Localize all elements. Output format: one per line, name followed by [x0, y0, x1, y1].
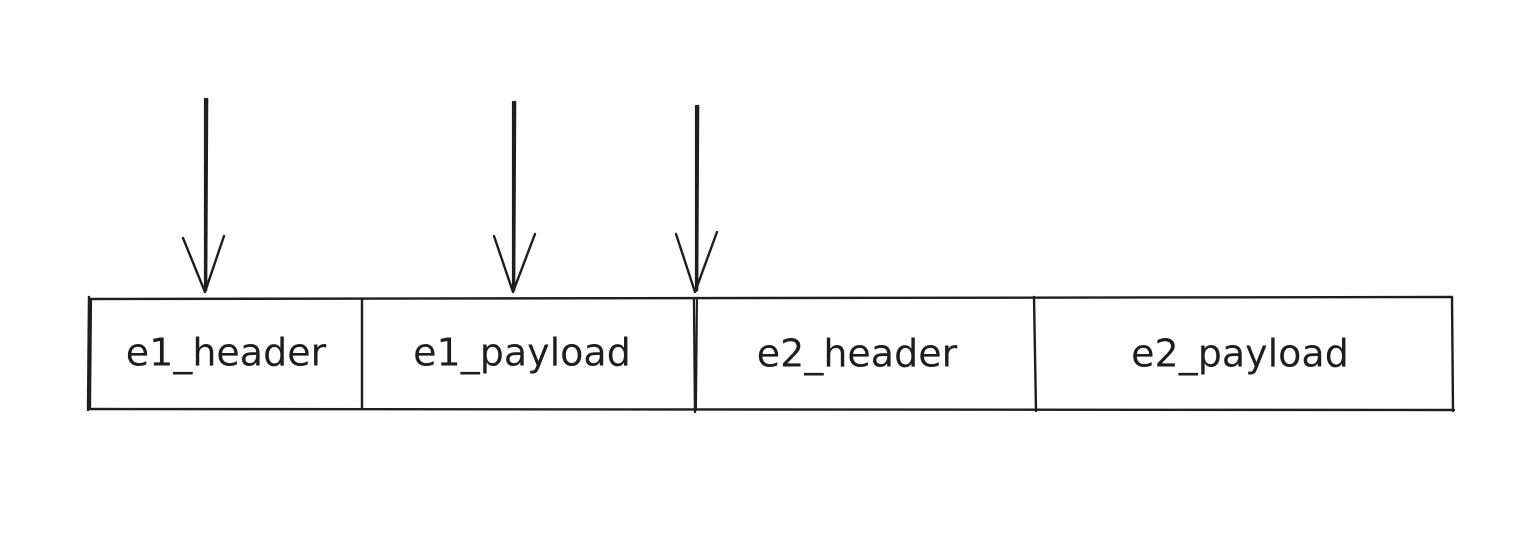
pointer-arrow-3 [674, 104, 719, 294]
pointer-arrow-2 [492, 100, 537, 294]
cell-dividers [360, 295, 1038, 414]
cell-label-e1-payload: e1_payload [413, 331, 631, 375]
buffer-outline [86, 295, 1456, 413]
cell-label-e1-header: e1_header [126, 331, 327, 375]
pointer-arrow-1 [181, 97, 226, 294]
buffer-cells: e1_header e1_payload e2_header e2_payloa… [126, 331, 1349, 376]
cell-label-e2-header: e2_header [757, 332, 958, 376]
cell-label-e2-payload: e2_payload [1131, 332, 1349, 376]
